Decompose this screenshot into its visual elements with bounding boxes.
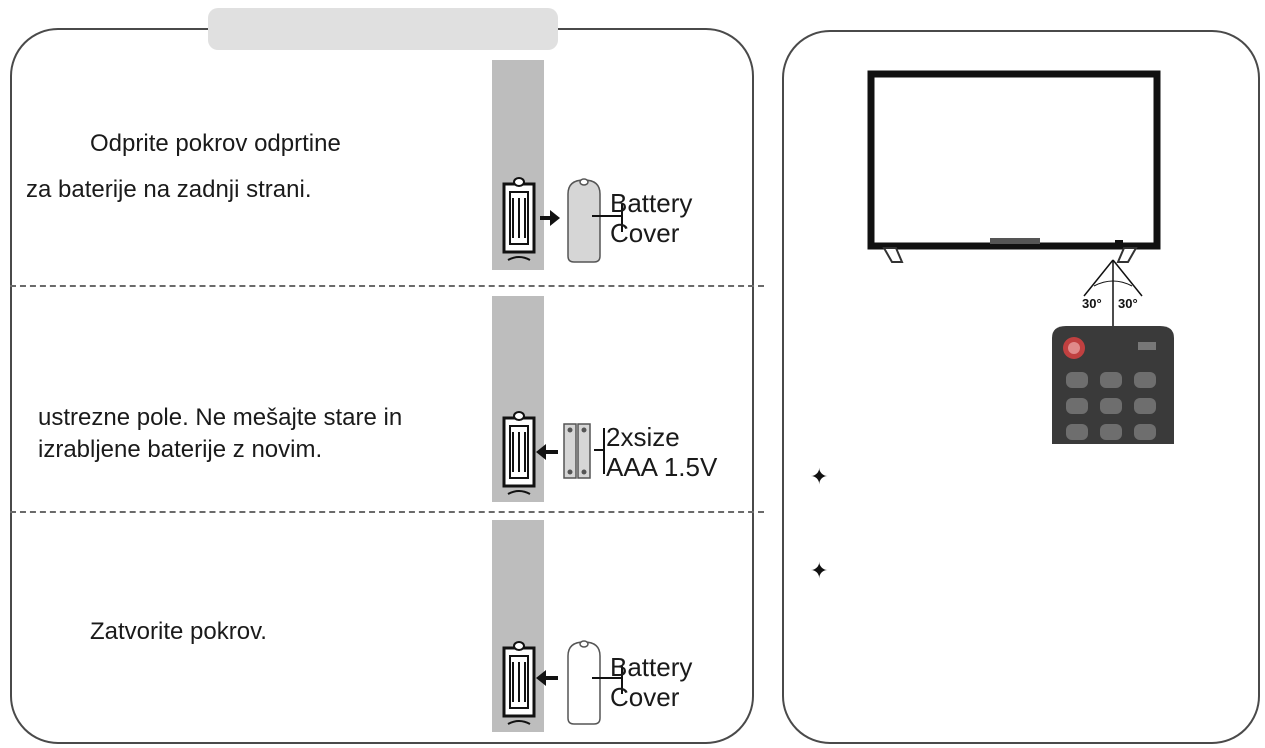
step-2-line-2: izrabljene baterije z novim. — [38, 436, 323, 463]
signal-angle-diagram — [1083, 259, 1143, 330]
step-2-text: ustrezne pole. Ne mešajte stare in izrab… — [38, 402, 402, 466]
battery-cover-label-line-2: Cover — [610, 218, 680, 248]
step-3-text: Zatvorite pokrov. — [90, 616, 267, 648]
battery-compartment-illustration — [502, 641, 558, 725]
battery-cover-label: Battery Cover — [610, 652, 692, 712]
angle-right-label: 30° — [1118, 296, 1138, 311]
step-divider — [10, 285, 764, 287]
step-divider — [10, 511, 764, 513]
battery-cover-illustration — [567, 178, 623, 263]
step-1-line-1: Odprite pokrov odprtine — [90, 130, 341, 157]
step-1-line-2: za baterije na zadnji strani. — [26, 176, 312, 203]
battery-instructions-panel — [10, 28, 754, 744]
battery-cover-illustration — [567, 640, 623, 725]
header-tab — [208, 8, 558, 50]
battery-size-label-line-1: 2xsize — [606, 422, 680, 452]
angle-left-label: 30° — [1082, 296, 1102, 311]
battery-cover-label: Battery Cover — [610, 188, 692, 248]
step-3-line-1: Zatvorite pokrov. — [90, 618, 267, 645]
battery-compartment-illustration — [502, 177, 560, 261]
step-2-line-1: ustrezne pole. Ne mešajte stare in — [38, 404, 403, 431]
battery-size-label-line-2: AAA 1.5V — [606, 452, 718, 482]
remote-control-illustration — [1052, 326, 1174, 444]
bullet-icon: ✦ — [810, 464, 829, 489]
step-1-text: Odprite pokrov odprtine za baterije na z… — [26, 128, 341, 206]
battery-compartment-illustration — [502, 411, 558, 495]
battery-cover-label-line-1: Battery — [610, 188, 693, 218]
battery-size-label: 2xsize AAA 1.5V — [606, 422, 717, 482]
battery-cover-label-line-2: Cover — [610, 682, 680, 712]
tv-illustration — [867, 70, 1161, 263]
bullet-icon: ✦ — [810, 558, 829, 583]
battery-cover-label-line-1: Battery — [610, 652, 693, 682]
aaa-batteries-illustration — [563, 423, 605, 479]
